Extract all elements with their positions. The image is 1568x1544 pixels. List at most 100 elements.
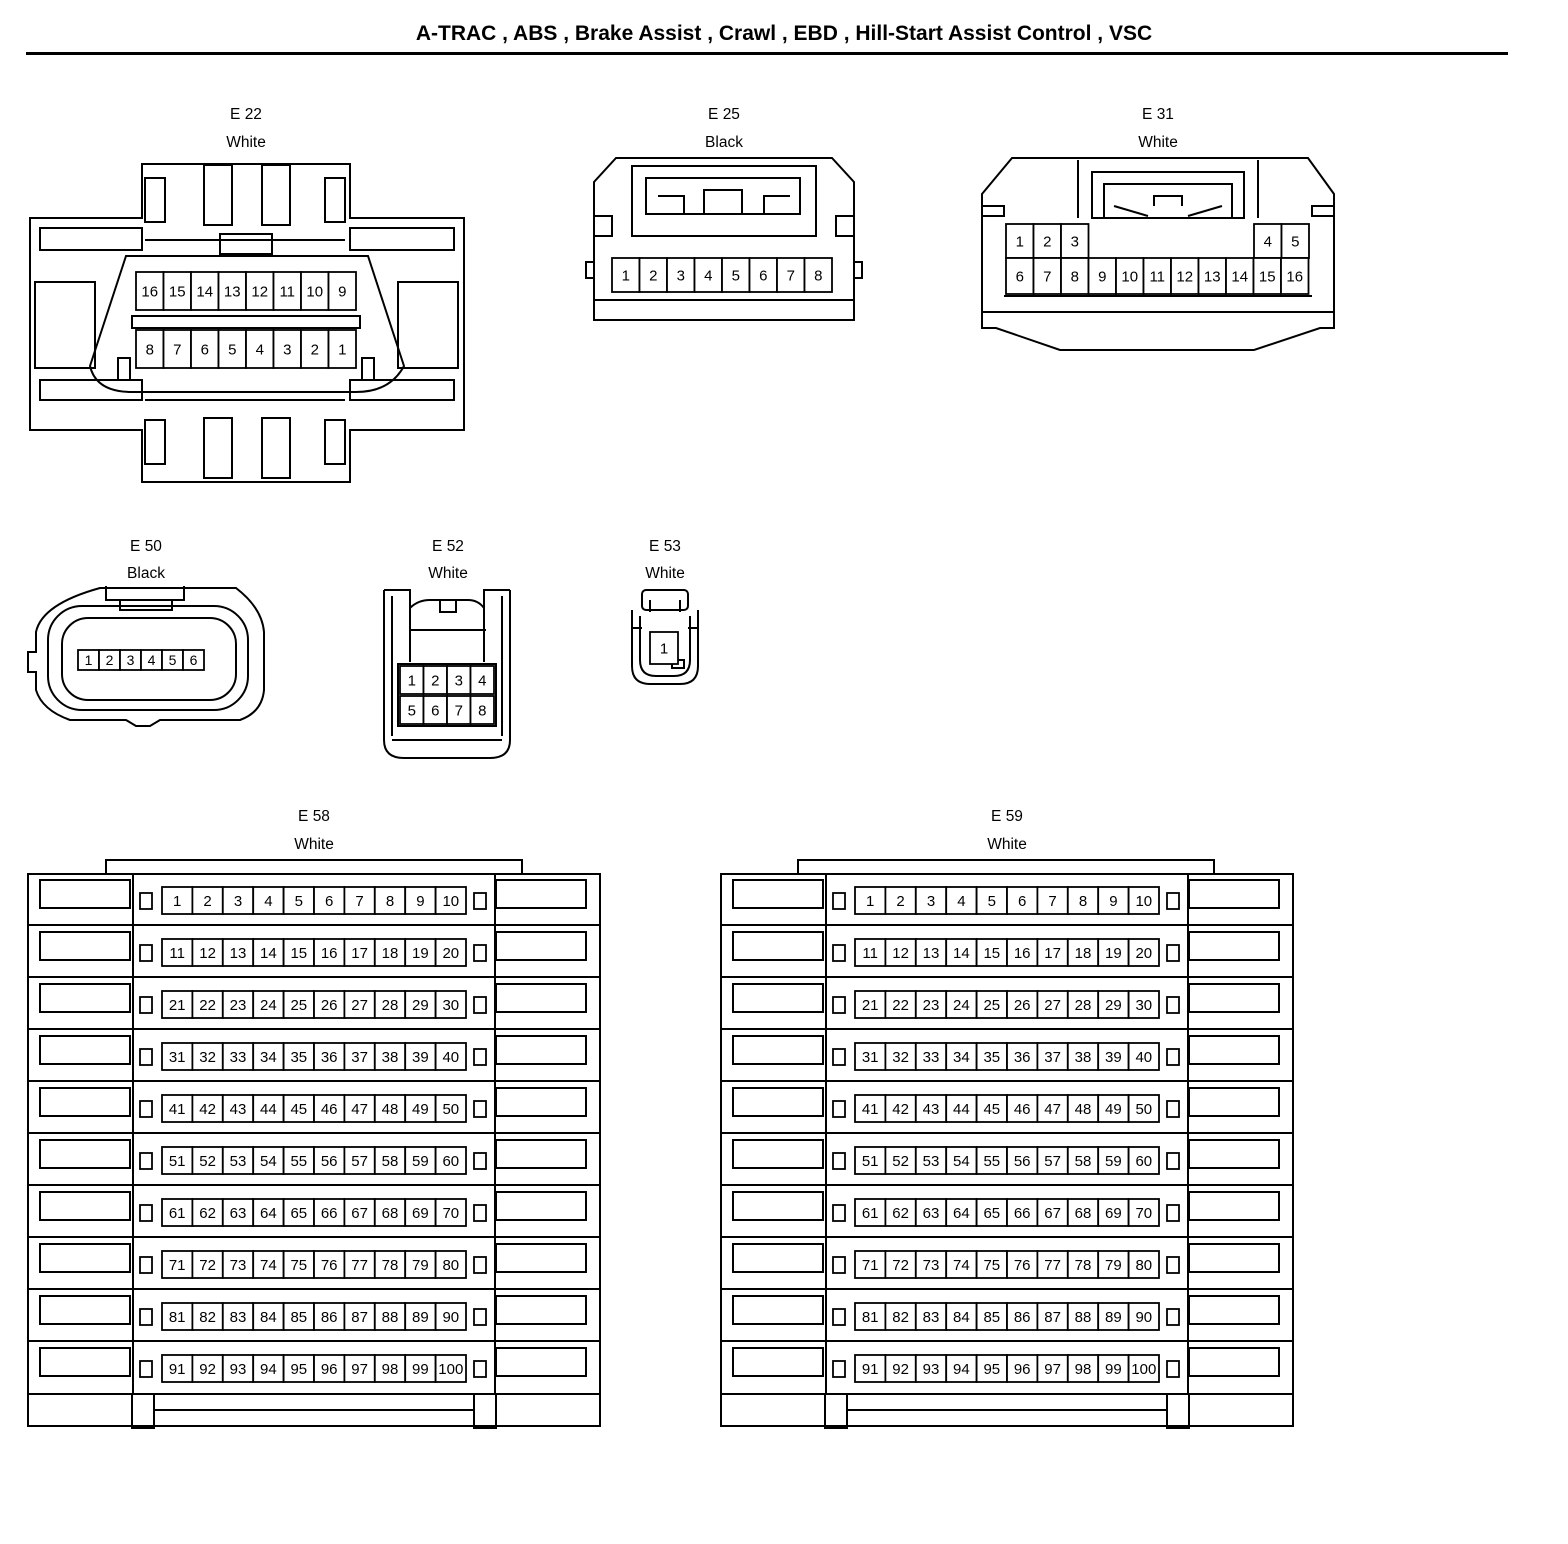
e58-pin-number: 57 [351,1153,368,1170]
e59-pin-number: 60 [1135,1153,1152,1170]
e22-housing [29,163,465,483]
e59-pin-number: 29 [1105,997,1122,1014]
e58-pin: 69 [404,1198,437,1227]
e31-pin-number: 3 [1071,233,1079,250]
e31-pin: 1 [1005,223,1035,259]
e59-pin: 64 [945,1198,978,1227]
e58-pin-number: 47 [351,1101,368,1118]
e59-pin-number: 79 [1105,1257,1122,1274]
e59-pin-number: 44 [953,1101,970,1118]
e58-pin: 73 [221,1250,255,1279]
e59-pin: 38 [1066,1042,1100,1071]
e31-pin-number: 15 [1259,268,1276,285]
e50-color-label: Black [127,565,165,582]
e59-pin-number: 90 [1135,1309,1152,1326]
e58-pin-number: 71 [169,1257,186,1274]
e59-pin: 52 [884,1146,917,1175]
e58-pin: 36 [313,1042,346,1071]
e59-pin-number: 49 [1105,1101,1122,1118]
e58-pin-number: 64 [260,1205,277,1222]
e59-pin: 12 [884,938,917,967]
e59-pin: 20 [1127,938,1160,967]
e58-pin: 30 [434,990,467,1019]
e22-pin: 6 [190,329,220,369]
e59-pin-number: 27 [1044,997,1061,1014]
e58-pin: 37 [343,1042,376,1071]
e59-pin-number: 82 [892,1309,909,1326]
e58-pin-number: 89 [412,1309,429,1326]
e59-pin-number: 70 [1135,1205,1152,1222]
e59-pin-number: 94 [953,1361,970,1378]
e22-pin-number: 15 [169,283,186,300]
e59-pin-number: 64 [953,1205,970,1222]
e59-pin: 100 [1127,1354,1160,1383]
e58-locator [139,1048,153,1066]
e58-locator [473,1360,487,1378]
e59-pin: 9 [1097,886,1130,915]
e59-pin: 37 [1036,1042,1069,1071]
e59-pin-number: 92 [892,1361,909,1378]
e59-pin: 45 [975,1094,1008,1123]
e58-pin: 53 [221,1146,255,1175]
e59-pin: 31 [854,1042,887,1071]
e58-pin: 63 [221,1198,255,1227]
e50-pin-number: 3 [127,652,135,668]
e50-pin-number: 2 [106,652,114,668]
e59-locator [1166,1256,1180,1274]
e58-pin: 25 [282,990,315,1019]
e58-pin: 17 [343,938,376,967]
e59-pin-number: 25 [983,997,1000,1014]
e31-pin-number: 4 [1264,233,1272,250]
e59-pin-number: 21 [862,997,879,1014]
e58-pin: 7 [343,886,376,915]
e59-pin-number: 10 [1135,893,1152,910]
e58-pin-number: 3 [234,893,242,910]
e58-pin: 76 [313,1250,346,1279]
e59-pin: 27 [1036,990,1069,1019]
e58-pin-number: 5 [295,893,303,910]
e50-pin-number: 1 [85,652,93,668]
e58-pin-number: 52 [199,1153,216,1170]
e58-pin-number: 97 [351,1361,368,1378]
e59-pin: 23 [914,990,948,1019]
e31-pin-number: 11 [1149,268,1165,285]
e31-pin: 5 [1280,223,1310,259]
e58-pin-number: 65 [290,1205,307,1222]
e58-pin-number: 7 [355,893,363,910]
e58-pin: 86 [313,1302,346,1331]
e59-pin: 40 [1127,1042,1160,1071]
e58-pin: 96 [313,1354,346,1383]
e58-locator [473,996,487,1014]
e59-pin-number: 46 [1014,1101,1031,1118]
e31-pin-number: 7 [1043,268,1051,285]
e58-pin-number: 85 [290,1309,307,1326]
e58-pin: 67 [343,1198,376,1227]
e59-pin-number: 69 [1105,1205,1122,1222]
e59-pin-number: 96 [1014,1361,1031,1378]
e58-pin: 50 [434,1094,467,1123]
e58-pin-number: 44 [260,1101,277,1118]
e58-pin-number: 20 [442,945,459,962]
e58-pin: 19 [404,938,437,967]
e58-pin: 68 [373,1198,407,1227]
e52-color-label: White [428,565,468,582]
e59-pin: 54 [945,1146,978,1175]
e58-pin-number: 98 [382,1361,399,1378]
e58-pin: 33 [221,1042,255,1071]
e25-pin-number: 6 [759,267,767,284]
e59-housing [720,859,1294,1429]
e58-locator [139,1256,153,1274]
e59-pin-number: 42 [892,1101,909,1118]
e58-pin: 40 [434,1042,467,1071]
e58-locator [139,996,153,1014]
e59-pin: 24 [945,990,978,1019]
e52-pin: 2 [422,665,448,695]
e31-pin: 2 [1032,223,1062,259]
e25-pin-number: 3 [677,267,685,284]
e25-pin: 6 [748,257,778,293]
e25-pin: 8 [803,257,833,293]
e58-pin-number: 83 [230,1309,247,1326]
e59-pin: 67 [1036,1198,1069,1227]
e59-pin: 96 [1006,1354,1039,1383]
